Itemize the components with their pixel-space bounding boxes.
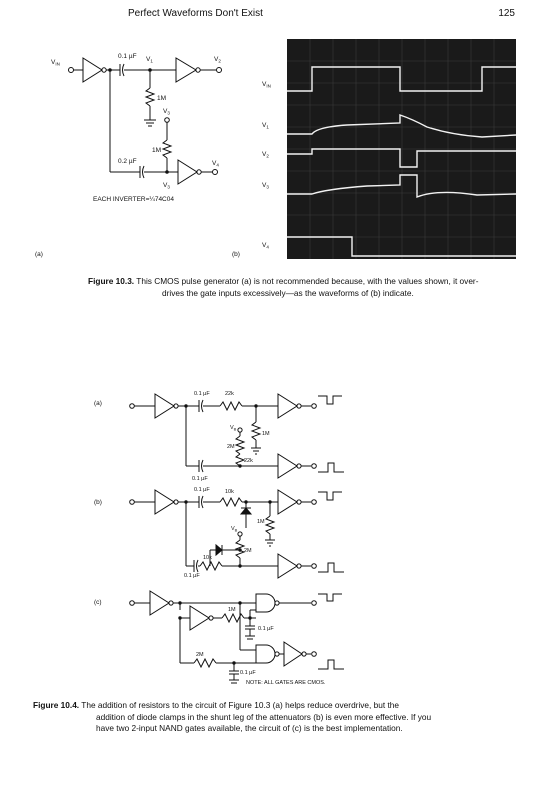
- label-v1: V1: [146, 56, 153, 64]
- label-vin: VIN: [51, 59, 60, 67]
- caption-text-2: addition of diode clamps in the shunt le…: [96, 711, 432, 722]
- running-header-title: Perfect Waveforms Don't Exist: [128, 8, 263, 19]
- fig4-a-vb: VB: [230, 425, 237, 432]
- scope-label-v3: V3: [262, 182, 269, 190]
- fig4-b-c2: 0.1 µF: [184, 573, 200, 579]
- figure-10-4-schematics: (a) 0.1 µF 22k 1M VB 2M 22k 0.1 µF (b) 0…: [94, 391, 344, 686]
- fig4-b-label: (b): [94, 499, 102, 506]
- label-v4: V4: [212, 160, 219, 168]
- label-v3: V3: [163, 108, 170, 116]
- label-c2: 0.2 µF: [118, 158, 137, 165]
- fig4-b-r4: 10k: [203, 555, 212, 561]
- fig4-b-r3: 2M: [244, 548, 252, 554]
- fig4-b-vb: VB: [231, 526, 238, 533]
- fig4-c-c1: 0.1 µF: [258, 626, 274, 632]
- caption-label: Figure 10.3.: [88, 276, 135, 286]
- label-v2: V2: [214, 56, 221, 64]
- figure-10-3-schematic: VIN 0.1 µF V1 V2 1M V3 1M 0.2 µF V3 V4 E…: [35, 53, 271, 258]
- scope-label-v1: V1: [262, 122, 269, 130]
- caption-text-1: The addition of resistors to the circuit…: [81, 700, 400, 710]
- scope-label-v2: V2: [262, 151, 269, 159]
- label-r1: 1M: [157, 95, 166, 102]
- label-c1: 0.1 µF: [118, 53, 137, 60]
- caption-text-1: This CMOS pulse generator (a) is not rec…: [136, 276, 479, 286]
- caption-label: Figure 10.4.: [33, 700, 80, 710]
- panel-a-label: (a): [35, 251, 43, 258]
- fig4-a-c2: 0.1 µF: [192, 476, 208, 482]
- fig4-c-r1: 1M: [228, 607, 236, 613]
- panel-b-label: (b): [232, 251, 240, 258]
- fig4-c-label: (c): [94, 599, 102, 606]
- fig4-a-r4: 22k: [244, 458, 253, 464]
- scope-label-v4: V4: [262, 242, 269, 250]
- fig4-c-note: NOTE: ALL GATES ARE CMOS.: [246, 680, 326, 686]
- caption-text-2: drives the gate inputs excessively—as th…: [162, 287, 414, 298]
- fig4-a-c1: 0.1 µF: [194, 391, 210, 397]
- inverter-note: EACH INVERTER=¼74C04: [93, 196, 174, 203]
- label-r2: 1M: [152, 147, 161, 154]
- fig4-b-r2: 1M: [257, 519, 265, 525]
- oscilloscope-photo: [287, 39, 517, 259]
- caption-text-3: have two 2-input NAND gates available, t…: [96, 723, 403, 733]
- fig4-a-r1: 22k: [225, 391, 234, 397]
- fig4-b-r1: 10k: [225, 489, 234, 495]
- fig4-a-r2: 1M: [262, 431, 270, 437]
- figure-10-4-caption: Figure 10.4. The addition of resistors t…: [33, 700, 513, 735]
- fig4-c-r2: 2M: [196, 652, 204, 658]
- fig4-b-c1: 0.1 µF: [194, 487, 210, 493]
- scope-label-vin: VIN: [262, 81, 271, 89]
- fig4-c-c2: 0.1 µF: [240, 670, 256, 676]
- page-number: 125: [498, 8, 515, 19]
- label-v5: V3: [163, 182, 170, 190]
- figure-10-3-caption: Figure 10.3. This CMOS pulse generator (…: [88, 276, 518, 299]
- oscilloscope-traces: [287, 39, 517, 259]
- fig4-a-label: (a): [94, 400, 102, 407]
- fig4-a-r3: 2M: [227, 444, 235, 450]
